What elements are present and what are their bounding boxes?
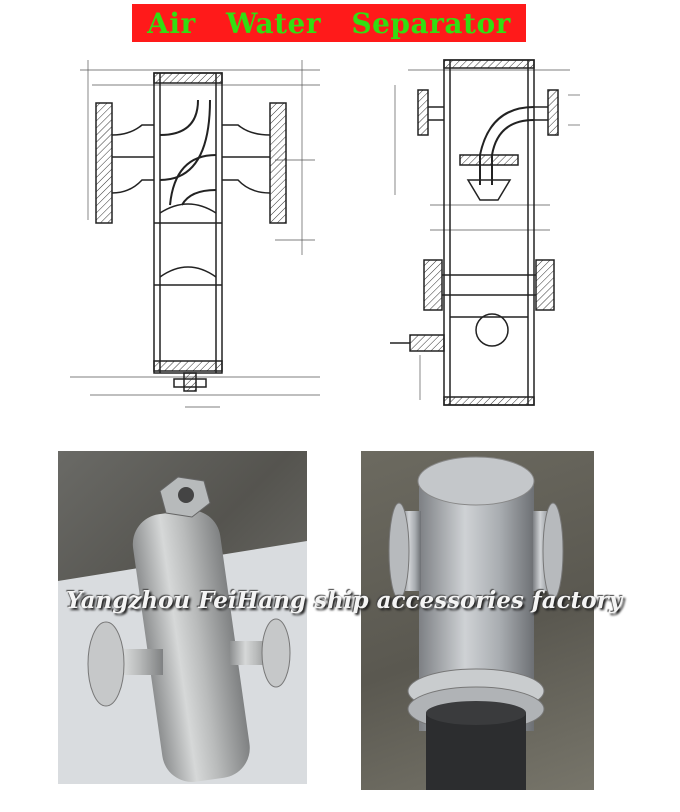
separator-photo-right (361, 451, 594, 790)
page-title: Air Water Separator (132, 4, 526, 42)
title-word-separator: Separator (351, 6, 511, 40)
technical-drawing-left (70, 55, 332, 427)
separator-drawing-right-svg (390, 59, 580, 406)
separator-photo-right-graphic (388, 456, 564, 790)
title-word-air: Air (147, 6, 196, 40)
factory-watermark-text: Yangzhou FeiHang ship accessories factor… (66, 587, 623, 614)
title-banner: Air Water Separator (132, 4, 526, 42)
separator-photo-left-graphic (58, 476, 307, 784)
technical-drawing-right (380, 55, 598, 427)
separator-drawing-left-svg (70, 60, 320, 408)
separator-photo-left (58, 451, 307, 784)
title-word-water: Water (225, 6, 322, 40)
